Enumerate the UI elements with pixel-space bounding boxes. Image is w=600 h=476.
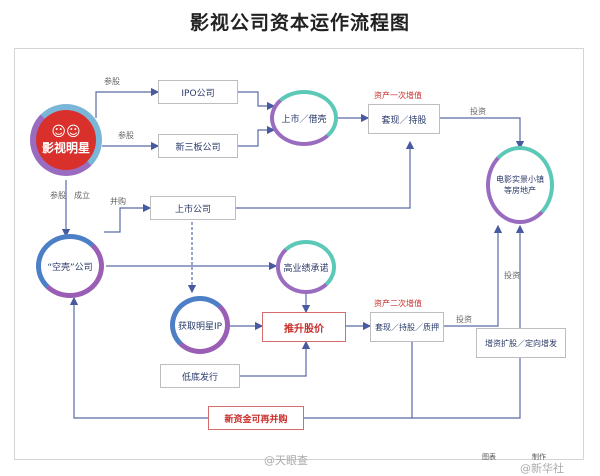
dianying-node: 电影实景小镇等房地产 — [486, 146, 554, 224]
taoxian-box: 套现／持股 — [368, 104, 440, 134]
gao-yeji-node: 高业绩承诺 — [276, 240, 336, 294]
chengli-label: 成立 — [74, 191, 90, 200]
touzi-label-2: 投资 — [456, 315, 472, 324]
star-node: ☺☺ 影视明星 — [30, 104, 102, 176]
tuisheng-box: 推升股价 — [262, 312, 346, 342]
diagram-frame — [14, 48, 584, 460]
watermark-right: @新华社 — [520, 462, 564, 475]
footer-text-1: 图表 — [482, 453, 496, 461]
listed-borrow-node: 上市／借壳 — [270, 90, 338, 146]
page-title: 影视公司资本运作流程图 — [189, 12, 410, 34]
canggu-label-3: 参股 — [50, 191, 66, 200]
star-label: 影视明星 — [41, 140, 90, 155]
xinzijin-box: 新资金可再并购 — [208, 406, 304, 430]
dingzeng-box: 增资扩股／定向增发 — [476, 328, 566, 358]
people-icon: ☺☺ — [51, 123, 81, 140]
huoqu-ip-node: 获取明星IP — [170, 296, 230, 354]
ipo-company-box: IPO公司 — [158, 80, 238, 104]
touzi-label-3: 投资 — [504, 271, 520, 280]
taoxian2-box: 套现／持股／质押 — [370, 312, 444, 342]
footer-text-2: 制作 — [532, 453, 546, 461]
shangshi-company-box: 上市公司 — [150, 196, 236, 220]
dijia-box: 低底发行 — [160, 364, 240, 388]
zichan-label-1: 资产一次增值 — [374, 91, 422, 100]
watermark-left: @天眼查 — [264, 454, 308, 467]
canggu-label-2: 参股 — [118, 131, 134, 140]
canggu-label-1: 参股 — [104, 77, 120, 86]
zichan-label-2: 资产二次增值 — [374, 299, 422, 308]
binggou-label: 并购 — [110, 197, 126, 206]
touzi-label-1: 投资 — [470, 107, 486, 116]
kongke-company-node: “空壳”公司 — [36, 234, 104, 298]
xinsanban-company-box: 新三板公司 — [158, 134, 238, 158]
